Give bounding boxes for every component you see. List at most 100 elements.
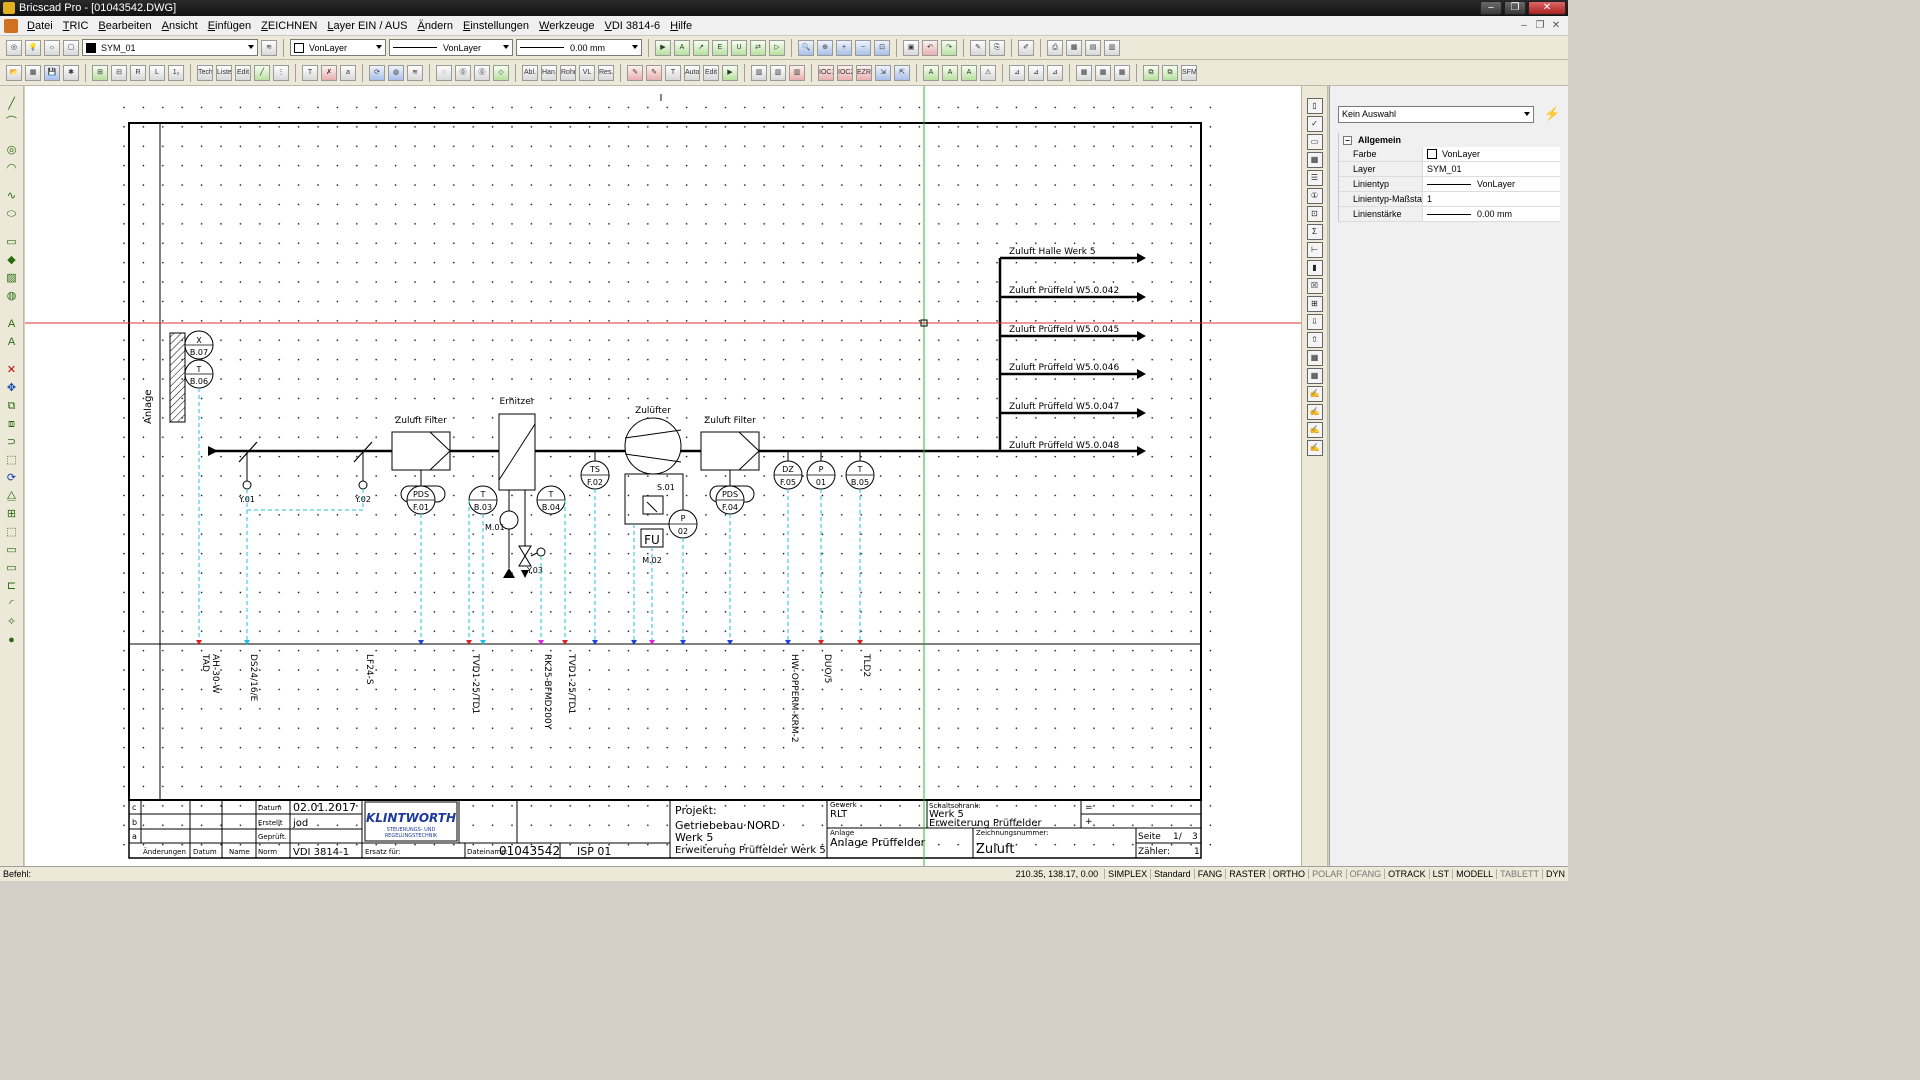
offset-icon[interactable]: ⊃ (6, 436, 17, 448)
import2-icon[interactable]: ⇩ (1306, 314, 1323, 330)
warning-icon[interactable]: ⚠ (980, 64, 996, 81)
move-icon[interactable]: ⧉ (1162, 64, 1178, 81)
layer-combo[interactable]: SYM_01 (82, 39, 258, 56)
layers-icon[interactable]: ≋ (407, 64, 423, 81)
frame-icon[interactable]: ▭ (1306, 134, 1323, 150)
text-a-icon[interactable]: A (923, 64, 939, 81)
tag-icon[interactable]: ⊡ (1306, 206, 1323, 222)
sfm-icon[interactable]: SFM (1181, 64, 1197, 81)
text-a2-icon[interactable]: A (942, 64, 958, 81)
supply-fan[interactable]: Zulüfter S.01 FU M.02 (624, 406, 684, 565)
rotate-icon[interactable]: ⟳ (369, 64, 385, 81)
redraw-icon[interactable]: ▣ (903, 39, 919, 56)
edit-icon[interactable]: ✐ (1018, 39, 1034, 56)
num-2-icon[interactable]: ⓪ (474, 64, 490, 81)
grid-icon[interactable]: ▦ (25, 64, 41, 81)
bottle-icon[interactable]: ▮ (1306, 260, 1323, 276)
sheet-icon[interactable]: ▥ (1104, 39, 1120, 56)
auto-icon[interactable]: Auto (684, 64, 700, 81)
color-combo[interactable]: VonLayer (290, 39, 386, 56)
ref-icon[interactable]: R (130, 64, 146, 81)
spline-icon[interactable]: ∿ (6, 190, 17, 202)
ioc1-icon[interactable]: IOC1 (818, 64, 834, 81)
outlet-5[interactable]: Zuluft Prüffeld W5.0.047 (1000, 402, 1146, 418)
layer-lock-icon[interactable]: ▢ (63, 39, 79, 56)
rectangle-icon[interactable]: ▭ (6, 236, 17, 248)
outlet-1[interactable]: Zuluft Halle Werk 5 (1000, 247, 1146, 263)
menu-aendern[interactable]: Ändern (417, 19, 453, 32)
insert-block-icon[interactable]: ⊞ (92, 64, 108, 81)
grid3-icon[interactable]: ▦ (1306, 368, 1323, 384)
quick-select-icon[interactable]: ⚡ (1544, 106, 1561, 121)
close-button[interactable]: ✕ (1528, 1, 1566, 15)
matrix2-icon[interactable]: ▦ (1095, 64, 1111, 81)
minimize-button[interactable]: – (1480, 1, 1502, 15)
text-style[interactable]: SIMPLEX (1104, 869, 1150, 879)
prop-row-linientyp[interactable]: Linientyp VonLayer (1339, 177, 1560, 192)
table2-icon[interactable]: ▦ (1306, 152, 1323, 168)
cross-box-icon[interactable]: ☒ (1306, 278, 1323, 294)
export-icon[interactable]: ⇱ (894, 64, 910, 81)
tool-icon-6[interactable]: ⇄ (750, 39, 766, 56)
page-icon[interactable]: ▯ (1306, 98, 1323, 114)
rohr-icon[interactable]: Rohr (560, 64, 576, 81)
rotate-tool-icon[interactable]: ⟳ (6, 472, 17, 484)
toggle-modell[interactable]: MODELL (1452, 869, 1496, 879)
wizard-icon[interactable]: ✱ (63, 64, 79, 81)
redo-icon[interactable]: ↷ (941, 39, 957, 56)
toggle-ofang[interactable]: OFANG (1345, 869, 1385, 879)
explode-icon[interactable]: ✧ (6, 616, 17, 628)
tool-icon-2[interactable]: A (674, 39, 690, 56)
measure-icon[interactable]: ⊿ (1009, 64, 1025, 81)
ioc2-icon[interactable]: IOC2 (837, 64, 853, 81)
hatch-icon[interactable]: ▨ (6, 272, 17, 284)
prop-row-layer[interactable]: Layer SYM_01 (1339, 162, 1560, 177)
outlet-6[interactable]: Zuluft Prüffeld W5.0.048 (1000, 441, 1146, 456)
edit-list-icon[interactable]: Edit (235, 64, 251, 81)
heater[interactable]: Erhitzer M.01 Y.03 (485, 397, 546, 578)
restore-button[interactable]: ❐ (1504, 1, 1526, 15)
sign2-icon[interactable]: ✍ (1306, 404, 1323, 420)
toggle-tablett[interactable]: TABLETT (1496, 869, 1542, 879)
arrow-right-icon[interactable]: ▶ (722, 64, 738, 81)
toggle-dyn[interactable]: DYN (1541, 869, 1568, 879)
lineweight-combo[interactable]: 0.00 mm (516, 39, 642, 56)
circle-icon[interactable]: ◎ (6, 144, 17, 156)
menu-tric[interactable]: TRIC (62, 19, 89, 32)
globe-icon[interactable]: ◍ (388, 64, 404, 81)
brush-red-icon[interactable]: ✎ (627, 64, 643, 81)
tool-icon-1[interactable]: ▶ (655, 39, 671, 56)
attr-icon[interactable]: a (340, 64, 356, 81)
sign-icon[interactable]: ✍ (1306, 386, 1323, 402)
mtext-icon[interactable]: A (7, 336, 16, 348)
abl-icon[interactable]: Abl. (522, 64, 538, 81)
layer-bulb-icon[interactable]: 💡 (25, 39, 41, 56)
undo-icon[interactable]: ↶ (922, 39, 938, 56)
array-icon[interactable]: ⊞ (6, 508, 17, 520)
edit2-icon[interactable]: Edit (703, 64, 719, 81)
menu-zeichnen[interactable]: ZEICHNEN (261, 19, 318, 32)
text-a3-icon[interactable]: A (961, 64, 977, 81)
table-icon[interactable]: ▤ (1085, 39, 1101, 56)
ellipse-icon[interactable]: ⬭ (6, 208, 17, 220)
zoom-window-icon[interactable]: ⊕ (817, 39, 833, 56)
brush-icon[interactable]: ✎ (970, 39, 986, 56)
polyline-icon[interactable]: ⌒ (6, 116, 17, 128)
export2-icon[interactable]: ⇧ (1306, 332, 1323, 348)
category-allgemein[interactable]: − Allgemein (1339, 133, 1560, 147)
dim-style[interactable]: Standard (1150, 869, 1194, 879)
brush-mix-icon[interactable]: ✎ (646, 64, 662, 81)
res-icon[interactable]: Res. (598, 64, 614, 81)
mirror-icon[interactable]: ⧈ (8, 418, 15, 430)
collapse-icon[interactable]: − (1343, 135, 1352, 145)
tool-icon-3[interactable]: ↗ (693, 39, 709, 56)
menu-ansicht[interactable]: Ansicht (161, 19, 198, 32)
copy-icon[interactable]: ⧉ (1143, 64, 1159, 81)
sigma-icon[interactable]: Σ (1306, 224, 1323, 240)
menu-layer[interactable]: Layer EIN / AUS (327, 19, 408, 32)
menu-werkzeuge[interactable]: Werkzeuge (539, 19, 595, 32)
trim-icon[interactable]: ▭ (6, 544, 17, 556)
outlet-3[interactable]: Zuluft Prüffeld W5.0.045 (1000, 325, 1146, 341)
layout-icon[interactable]: ▦ (1066, 39, 1082, 56)
toggle-otrack[interactable]: OTRACK (1384, 869, 1429, 879)
